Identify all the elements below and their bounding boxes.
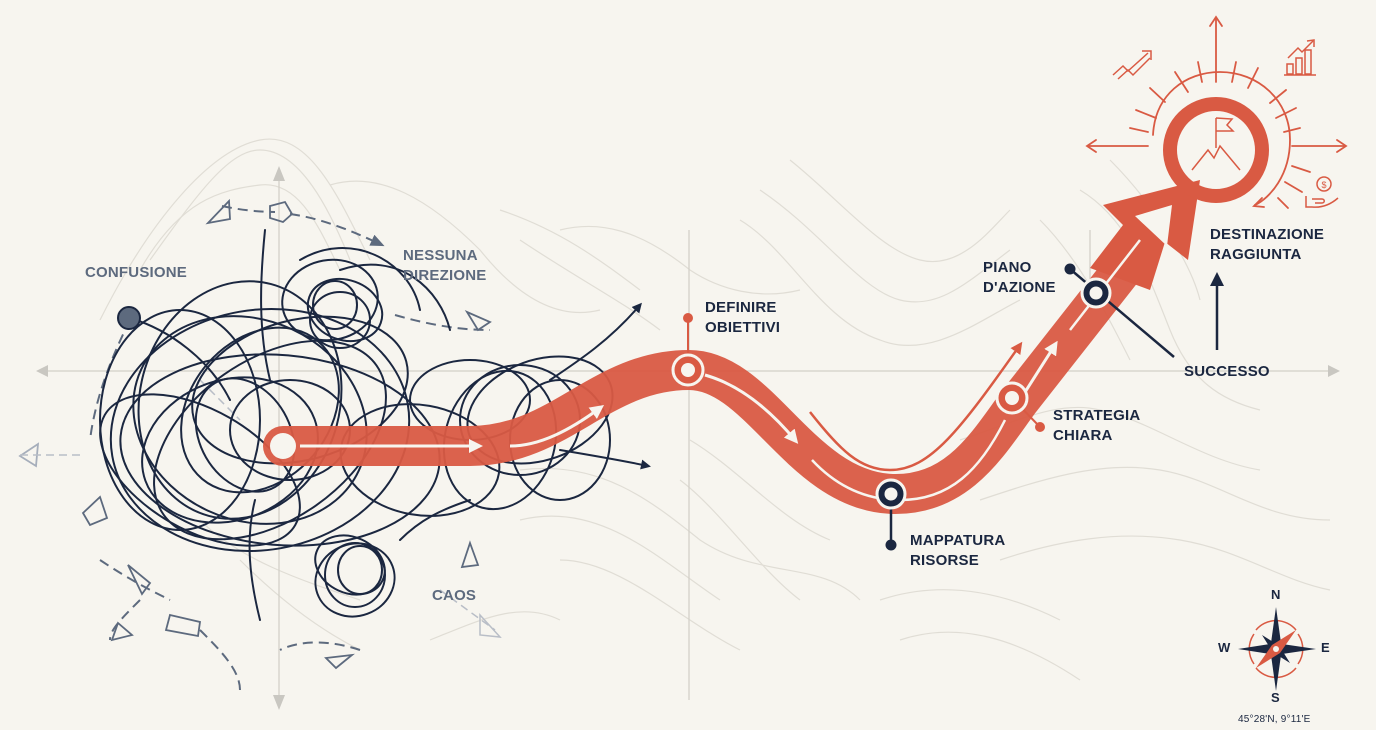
chaos-faded-arrows: [20, 379, 496, 631]
label-destination-2: RAGGIUNTA: [1210, 246, 1302, 263]
axis-left-arrow-icon: [36, 365, 48, 377]
label-no-direction-2: DIREZIONE: [403, 267, 487, 284]
axis-right-arrow-icon: [1328, 365, 1340, 377]
label-action-plan-1: PIANO: [983, 259, 1032, 276]
destination-ring: [1163, 97, 1269, 203]
compass-rose-icon: [1238, 607, 1316, 691]
label-resource-mapping-1: MAPPATURA: [910, 532, 1006, 549]
path-arrowhead-icon: [1090, 180, 1200, 290]
flag-on-mountain-icon: [1191, 117, 1241, 171]
destination-burst: [1085, 15, 1348, 209]
compass-west: W: [1218, 640, 1231, 655]
money-hand-icon: $: [1305, 176, 1339, 208]
milestone-clear-strategy-marker: [995, 381, 1045, 432]
compass-coordinates: 45°28'N, 9°11'E: [1238, 714, 1311, 725]
topographic-contours: [99, 138, 1331, 681]
start-point-icon: [270, 433, 296, 459]
label-action-plan-2: D'AZIONE: [983, 279, 1056, 296]
milestone-define-goals-marker: [671, 313, 705, 387]
trend-arrow-icon: [1112, 50, 1152, 80]
faded-arrowhead-icon: [479, 613, 502, 638]
label-destination-1: DESTINAZIONE: [1210, 226, 1325, 243]
success-path: [263, 180, 1200, 514]
compass-north: N: [1271, 587, 1281, 602]
milestone-action-plan-marker: [1064, 263, 1175, 358]
label-no-direction-1: NESSUNA: [403, 247, 478, 264]
compass-east: E: [1321, 640, 1330, 655]
svg-text:$: $: [1321, 180, 1326, 190]
label-clear-strategy-2: CHIARA: [1053, 427, 1113, 444]
label-define-goals-2: OBIETTIVI: [705, 319, 781, 336]
milestone-resource-mapping-marker: [875, 478, 907, 551]
label-success: SUCCESSO: [1184, 363, 1270, 380]
confusion-point-icon: [117, 306, 141, 330]
bar-chart-icon: [1284, 39, 1316, 76]
success-arrowhead-icon: [1210, 272, 1224, 286]
compass-south: S: [1271, 690, 1280, 705]
label-chaos: CAOS: [432, 587, 477, 604]
path-arrowhead-inner-icon: [1135, 205, 1172, 246]
axis-up-arrow-icon: [273, 166, 285, 181]
label-resource-mapping-2: RISORSE: [910, 552, 979, 569]
label-clear-strategy-1: STRATEGIA: [1053, 407, 1141, 424]
axis-down-arrow-icon: [273, 695, 285, 710]
label-define-goals-1: DEFINIRE: [705, 299, 777, 316]
label-confusion: CONFUSIONE: [85, 264, 188, 281]
